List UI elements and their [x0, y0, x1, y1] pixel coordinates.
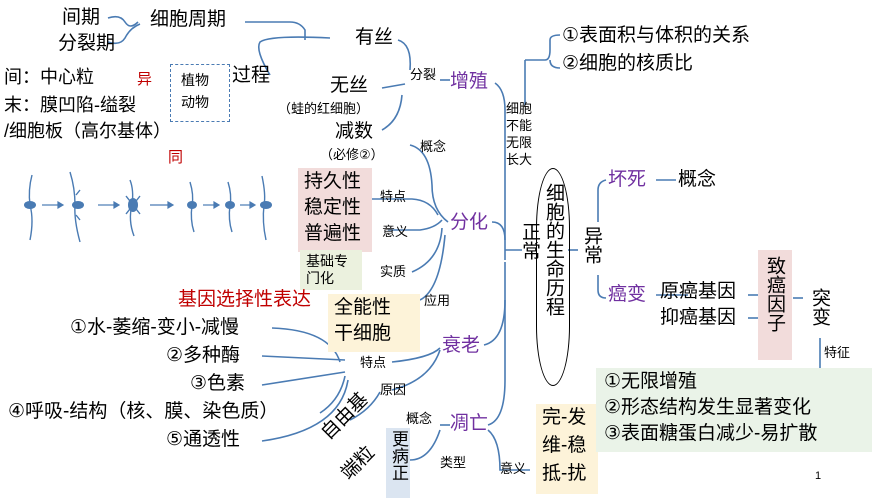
amitosis-label: 无丝 — [330, 75, 369, 96]
limit-item-2: ②细胞的核质比 — [562, 53, 694, 74]
apoptosis-meaning-box: 完-发 维-稳 抵-扰 — [536, 404, 598, 494]
proto-oncogene-label: 原癌基因 — [660, 281, 737, 302]
cancer-feature-2: ②形态结构发生显著变化 — [604, 397, 812, 418]
selective-gene-expression-label: 基因选择性表达 — [178, 289, 312, 310]
life-history-label: 细胞的生命历程 — [543, 183, 564, 316]
aging-label: 衰老 — [442, 335, 481, 356]
proliferation-label: 增殖 — [450, 71, 489, 92]
differentiation-features-label: 特点 — [380, 189, 407, 204]
apoptosis-meaning-3: 抵-扰 — [542, 463, 587, 484]
cancer-label: 癌变 — [608, 284, 647, 305]
aging-feature-3: ③色素 — [190, 373, 246, 394]
interphase-label: 间期 — [62, 7, 101, 28]
apoptosis-types-label: 类型 — [440, 455, 467, 470]
feature-universality: 普遍性 — [304, 223, 362, 244]
differentiation-apply-label: 应用 — [424, 293, 451, 308]
aging-feature-2: ②多种酶 — [166, 345, 241, 366]
meiosis-label: 减数 — [335, 121, 374, 142]
aging-cause-label: 原因 — [380, 382, 407, 397]
totipotency-box: 全能性 干细胞 — [328, 294, 420, 352]
mitotic-phase-label: 分裂期 — [58, 33, 116, 54]
life-history-ellipse: 细胞的生命历程 — [536, 168, 570, 386]
totipotency-label: 全能性 — [334, 297, 392, 318]
apoptosis-label: 凋亡 — [450, 413, 489, 434]
apoptosis-meaning-1: 完-发 — [542, 407, 587, 428]
same-mark: 同 — [168, 149, 184, 166]
note-centriole: 间：中心粒 — [4, 67, 94, 87]
aging-feature-5: ⑤通透性 — [166, 429, 241, 450]
specialization-box: 基础专门化 — [300, 250, 362, 290]
differentiation-label: 分化 — [450, 212, 489, 233]
differentiation-features-box: 持久性 稳定性 普遍性 — [298, 168, 372, 252]
abnormal-label: 异常 — [581, 226, 602, 264]
plant-label: 植物 — [181, 72, 209, 88]
carcinogen-label: 致癌因子 — [764, 256, 785, 332]
process-label: 过程 — [232, 65, 271, 86]
apoptosis-meaning-label: 意义 — [500, 461, 527, 476]
specialization-label: 基础专门化 — [306, 253, 348, 286]
limit-item-1: ①表面积与体积的关系 — [562, 25, 751, 46]
necrosis-label: 坏死 — [608, 169, 647, 190]
no-infinite-growth-label: 细胞不能无限长大 — [506, 101, 533, 167]
animal-label: 动物 — [181, 94, 209, 110]
stem-cell-label: 干细胞 — [334, 323, 392, 344]
feature-persistence: 持久性 — [304, 171, 362, 192]
aging-feature-4: ④呼吸-结构（核、膜、染色质） — [8, 401, 279, 422]
differentiation-essence-label: 实质 — [380, 264, 407, 279]
amitosis-example: （蛙的红细胞） — [278, 101, 370, 116]
apoptosis-types-box: 更病正 — [386, 428, 410, 498]
note-telophase: 末：膜凹陷-缢裂 — [4, 95, 136, 115]
carcinogen-box: 致癌因子 — [758, 250, 792, 360]
difference-mark: 异 — [137, 71, 153, 88]
apoptosis-concept-label: 概念 — [406, 411, 433, 426]
apoptosis-types-text: 更病正 — [389, 430, 408, 481]
apoptosis-meaning-2: 维-稳 — [542, 435, 587, 456]
cancer-feature-3: ③表面糖蛋白减少-易扩散 — [604, 423, 818, 444]
differentiation-concept-label: 概念 — [420, 139, 447, 154]
tumor-suppressor-label: 抑癌基因 — [660, 307, 737, 328]
normal-label: 正常 — [519, 222, 540, 260]
plant-animal-box: 植物 动物 — [170, 64, 230, 122]
differentiation-meaning-label: 意义 — [382, 224, 409, 239]
cancer-features-box: ①无限增殖 ②形态结构发生显著变化 ③表面糖蛋白减少-易扩散 — [596, 368, 872, 452]
meiosis-note: （必修②） — [320, 147, 384, 162]
page-number: 1 — [815, 470, 822, 482]
feature-stability: 稳定性 — [304, 197, 362, 218]
cell-cycle-label: 细胞周期 — [150, 9, 227, 30]
note-cell-plate: /细胞板（高尔基体） — [4, 121, 172, 141]
mutation-label: 突变 — [809, 288, 830, 326]
necrosis-concept-label: 概念 — [678, 169, 717, 190]
aging-features-label: 特点 — [360, 355, 387, 370]
division-label: 分裂 — [410, 67, 437, 82]
mitosis-label: 有丝 — [355, 27, 394, 48]
aging-feature-1: ①水-萎缩-变小-减慢 — [70, 317, 240, 338]
cancer-features-label: 特征 — [824, 345, 851, 360]
cancer-feature-1: ①无限增殖 — [604, 371, 698, 392]
